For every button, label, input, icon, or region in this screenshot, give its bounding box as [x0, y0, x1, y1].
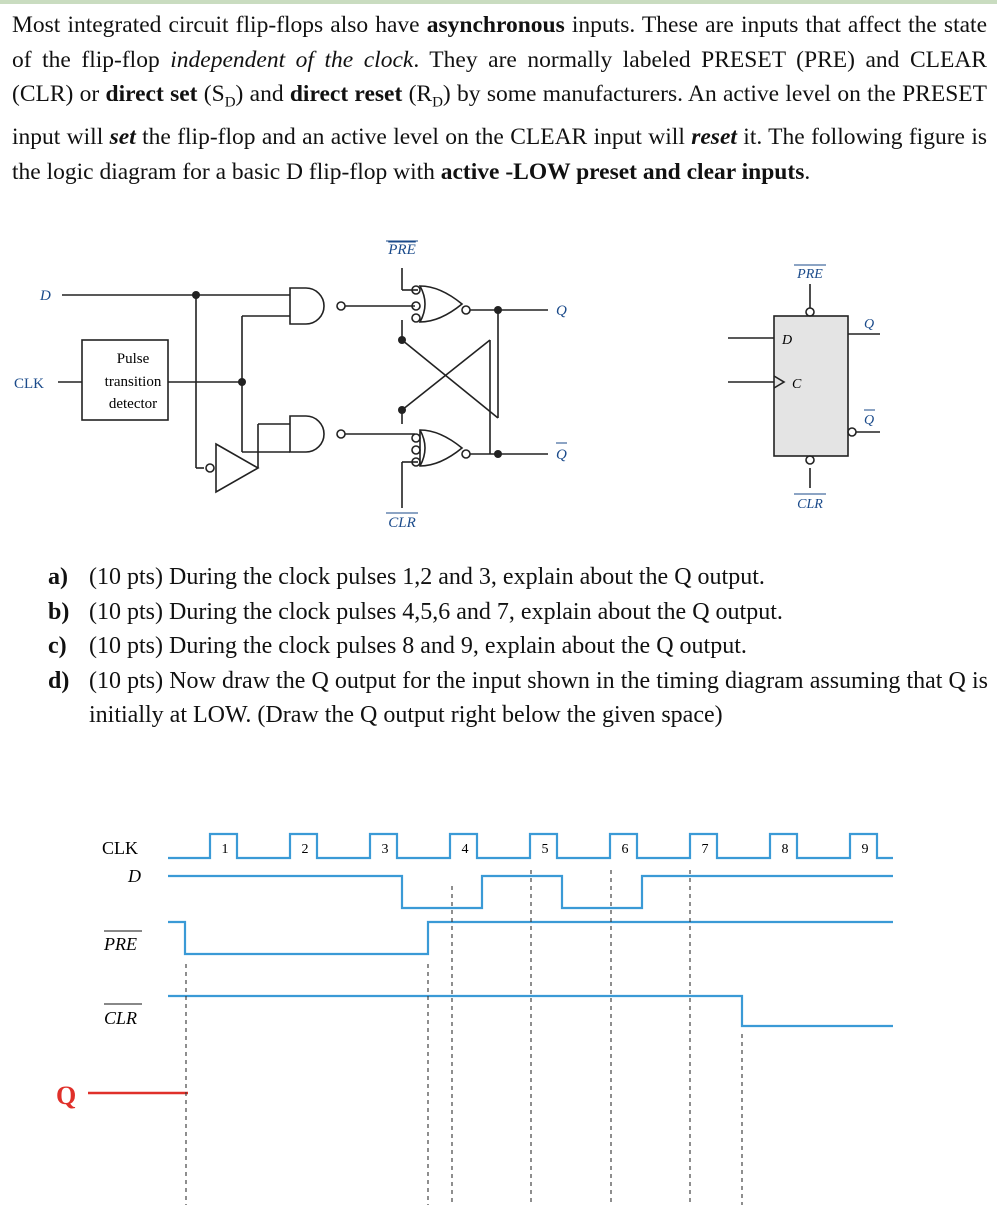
clk-waveform: [168, 832, 893, 860]
intro-paragraph: Most integrated circuit flip-flops also …: [12, 12, 988, 185]
clr-label-logic: CLR: [388, 515, 416, 531]
pulse-number-6: 6: [622, 842, 629, 857]
d-flip-flop-logic-diagram: PRE CLR D CLK Pulse transition detector …: [14, 240, 567, 531]
pre-label-timing: PRE: [103, 934, 137, 954]
q-label-symbol: Q: [864, 317, 874, 332]
q-label-logic: Q: [556, 303, 567, 319]
pulse-number-5: 5: [542, 842, 549, 857]
d-waveform: [168, 874, 893, 910]
pre-waveform: [168, 920, 893, 956]
top-divider: [0, 0, 997, 4]
pulse-number-4: 4: [462, 842, 469, 857]
qbar-label-symbol: Q: [864, 413, 874, 428]
pulse-number-1: 1: [222, 842, 229, 857]
qbar-label-logic: Q: [556, 447, 567, 463]
clr-waveform: [168, 994, 893, 1028]
pulse-number-3: 3: [382, 842, 389, 857]
clk-label-timing: CLK: [102, 838, 138, 858]
pre-label-logic: PRE: [387, 242, 416, 258]
question-c: c)(10 pts) During the clock pulses 8 and…: [48, 633, 747, 659]
detector-line-1: Pulse: [117, 351, 150, 367]
clr-label-symbol: CLR: [797, 497, 823, 512]
pulse-numbers: 1 2 3 4 5 6 7 8 9: [222, 842, 869, 857]
d-flip-flop-symbol: PRE CLR D C Q Q: [728, 264, 880, 512]
question-d: d)(10 pts) Now draw the Q output for the…: [48, 667, 988, 729]
pulse-number-9: 9: [862, 842, 869, 857]
detector-line-2: transition: [105, 374, 162, 390]
clr-label-timing: CLR: [104, 1008, 137, 1028]
pulse-number-7: 7: [702, 842, 709, 857]
c-label-symbol: C: [792, 377, 802, 392]
d-label-symbol: D: [781, 333, 792, 348]
d-label-logic: D: [39, 288, 51, 304]
pulse-number-8: 8: [782, 842, 789, 857]
q-label-timing: Q: [56, 1081, 76, 1110]
clk-label-logic: CLK: [14, 376, 44, 392]
pulse-number-2: 2: [302, 842, 309, 857]
d-label-timing: D: [127, 866, 141, 886]
question-list: a)(10 pts) During the clock pulses 1,2 a…: [48, 560, 988, 733]
timing-diagram: 1 2 3 4 5 6 7 8 9 CLK D PRE CLR Q: [56, 832, 893, 1205]
question-b: b)(10 pts) During the clock pulses 4,5,6…: [48, 598, 783, 625]
pre-label-symbol: PRE: [796, 267, 823, 282]
detector-line-3: detector: [109, 396, 157, 412]
question-a: a)(10 pts) During the clock pulses 1,2 a…: [48, 564, 765, 590]
